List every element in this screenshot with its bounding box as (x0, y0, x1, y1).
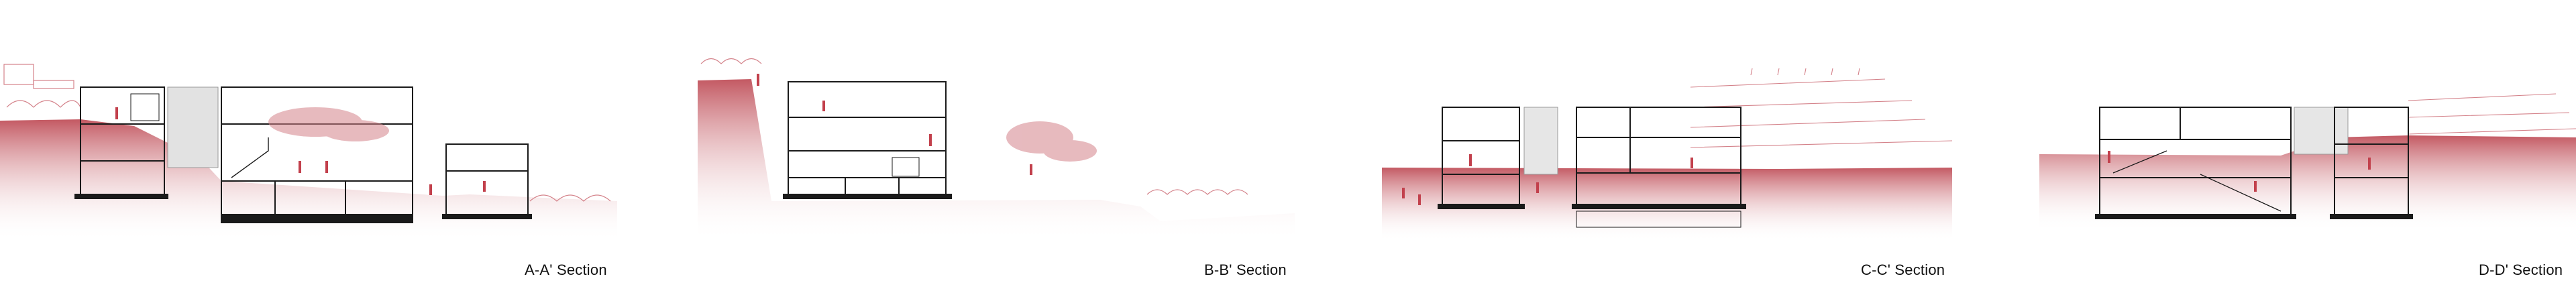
core-hatch-c (1523, 107, 1558, 175)
people-figures-a (115, 107, 486, 195)
people-figures-d (2108, 151, 2371, 192)
section-c: C-C' Section (1375, 0, 1966, 301)
tree-cluster-d-right (2408, 93, 2576, 135)
core-hatch-a (167, 86, 219, 168)
building-c1 (1438, 107, 1525, 209)
tree-cluster-c-right (1690, 68, 1953, 148)
building-d1 (2095, 107, 2296, 219)
building-a2 (221, 86, 413, 223)
building-a3 (442, 143, 532, 219)
core-hatch-d (2294, 107, 2349, 155)
section-d-caption: D-D' Section (2479, 261, 2563, 278)
terrain-b (698, 79, 1295, 241)
section-d: D-D' Section (2033, 0, 2576, 301)
section-a-drawing (0, 64, 617, 241)
tree-a-canopy (268, 107, 389, 141)
tree-cluster-b-left (700, 58, 762, 64)
section-b-caption: B-B' Section (1204, 261, 1287, 278)
terrain-a (0, 119, 617, 241)
terrain-d (2039, 135, 2576, 231)
tree-b-canopy (1006, 121, 1097, 162)
tree-cluster-b-right (1146, 189, 1248, 195)
tree-cluster-a-left (3, 64, 81, 108)
tree-cluster-a-right (529, 194, 611, 202)
section-c-drawing (1382, 68, 1953, 241)
people-figures-b (757, 74, 1032, 175)
section-d-drawing (2039, 93, 2576, 231)
people-figures-c (1402, 154, 1693, 205)
section-b: B-B' Section (691, 0, 1322, 301)
section-b-drawing (698, 58, 1295, 241)
building-d2 (2330, 107, 2413, 219)
section-c-caption: C-C' Section (1861, 261, 1945, 278)
building-b1 (783, 81, 952, 199)
building-c2 (1572, 107, 1746, 228)
section-a: A-A' Section (0, 0, 631, 301)
section-a-caption: A-A' Section (525, 261, 607, 278)
building-a1 (74, 86, 168, 199)
